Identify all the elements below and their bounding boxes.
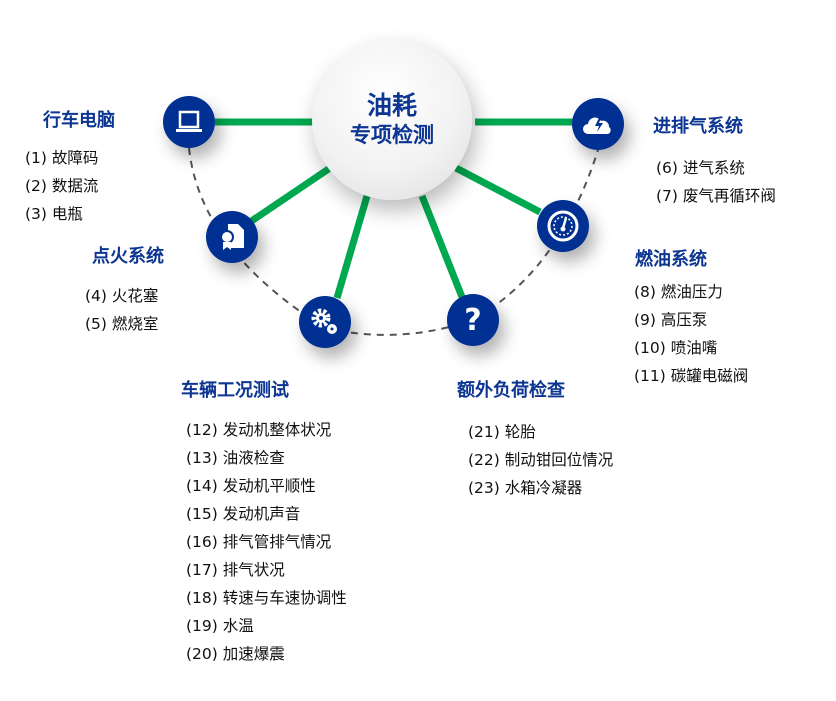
list-item: (13) 油液检查	[186, 449, 285, 467]
item-list: (12) 发动机整体状况 (13) 油液检查 (14) 发动机平顺性 (15) …	[186, 416, 347, 668]
list-item: (9) 高压泵	[634, 311, 708, 329]
list-item: (8) 燃油压力	[634, 283, 723, 301]
list-item: (22) 制动钳回位情况	[468, 451, 614, 469]
list-item: (14) 发动机平顺性	[186, 477, 316, 495]
list-item: (21) 轮胎	[468, 423, 536, 441]
list-item: (12) 发动机整体状况	[186, 421, 332, 439]
list-item: (11) 碳罐电磁阀	[634, 367, 749, 385]
list-item: (15) 发动机声音	[186, 505, 301, 523]
cloud-lightning-icon	[572, 98, 624, 150]
list-item: (23) 水箱冷凝器	[468, 479, 583, 497]
group-title: 行车电脑	[43, 110, 115, 131]
gauge-icon	[537, 200, 589, 252]
item-list: (1) 故障码 (2) 数据流 (3) 电瓶	[25, 144, 98, 228]
hub-title-line1: 油耗	[366, 91, 417, 120]
item-list: (8) 燃油压力 (9) 高压泵 (10) 喷油嘴 (11) 碳罐电磁阀	[634, 278, 748, 390]
list-item: (4) 火花塞	[85, 287, 159, 305]
list-item: (16) 排气管排气情况	[186, 533, 332, 551]
group-title: 额外负荷检查	[457, 380, 565, 401]
item-list: (6) 进气系统 (7) 废气再循环阀	[656, 154, 776, 210]
list-item: (7) 废气再循环阀	[656, 187, 776, 205]
green-spokes	[215, 118, 575, 299]
list-item: (10) 喷油嘴	[634, 339, 718, 357]
group-title: 点火系统	[92, 246, 164, 267]
list-item: (6) 进气系统	[656, 159, 745, 177]
list-item: (20) 加速爆震	[186, 645, 285, 663]
list-item: (5) 燃烧室	[85, 315, 159, 333]
list-item: (3) 电瓶	[25, 205, 83, 223]
group-title: 车辆工况测试	[181, 380, 289, 401]
item-list: (21) 轮胎 (22) 制动钳回位情况 (23) 水箱冷凝器	[468, 418, 613, 502]
question-icon: ?	[447, 294, 499, 346]
group-title: 进排气系统	[653, 116, 743, 137]
gears-icon	[299, 296, 351, 348]
group-title: 燃油系统	[635, 249, 707, 270]
item-list: (4) 火花塞 (5) 燃烧室	[85, 282, 158, 338]
list-item: (2) 数据流	[25, 177, 99, 195]
list-item: (18) 转速与车速协调性	[186, 589, 347, 607]
certificate-icon	[206, 211, 258, 263]
laptop-icon	[163, 96, 215, 148]
list-item: (17) 排气状况	[186, 561, 285, 579]
list-item: (19) 水温	[186, 617, 254, 635]
hub-circle: 油耗 专项检测	[312, 40, 472, 200]
hub-title-line2: 专项检测	[350, 123, 434, 147]
list-item: (1) 故障码	[25, 149, 99, 167]
